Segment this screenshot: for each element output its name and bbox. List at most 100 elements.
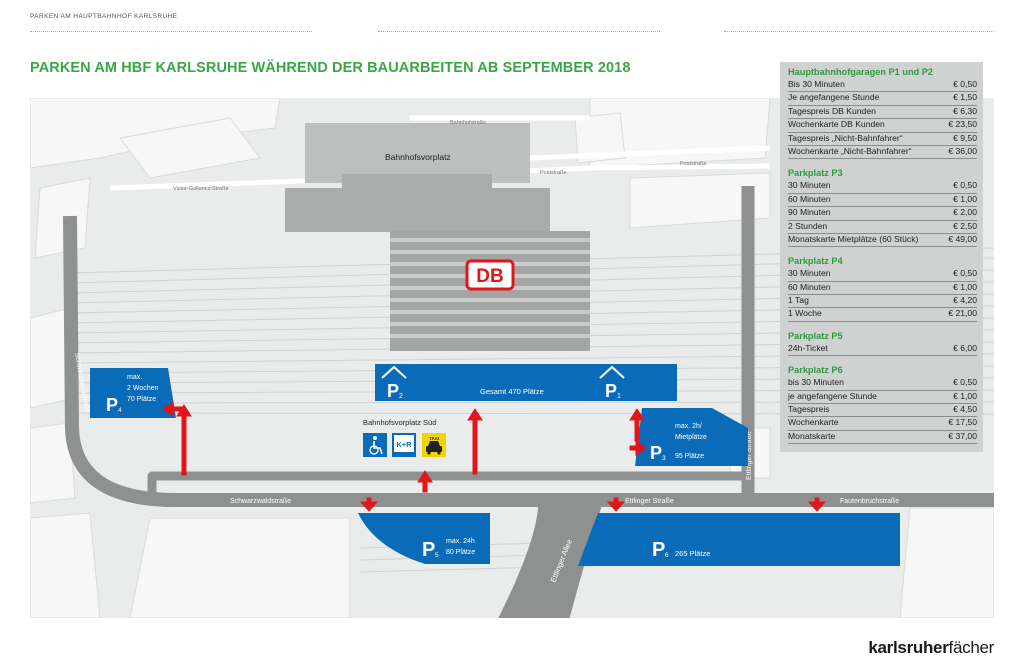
arrow-up-icon <box>176 404 192 476</box>
kiss-and-ride-text: K+R <box>396 440 412 449</box>
price-section-title: Parkplatz P5 <box>788 330 843 341</box>
brand-light: fächer <box>948 638 995 657</box>
db-logo-text: DB <box>476 266 503 287</box>
arrow-up-icon <box>629 408 645 442</box>
label-bahnhofstrasse: Bahnhofstraße <box>450 120 486 126</box>
price-label: 30 Minuten <box>788 180 831 191</box>
price-label: 2 Stunden <box>788 220 828 231</box>
price-label: je angefangene Stunde <box>788 390 877 401</box>
label-ettlinger-strasse: Ettlinger Straße <box>625 498 674 505</box>
price-label: 30 Minuten <box>788 268 831 279</box>
price-row: Wochenkarte „Nicht-Bahnfahrer“€ 36,00 <box>788 145 977 160</box>
header-small-title: PARKEN AM HAUPTBAHNHOF KARLSRUHE <box>30 13 178 20</box>
p3-info-1: max. 2h/ <box>675 423 702 430</box>
price-row: Wochenkarte DB Kunden € 23,50 <box>788 119 977 133</box>
price-row: 30 Minuten € 0,50 <box>788 268 977 282</box>
parking-p3[interactable] <box>635 408 748 466</box>
label-poststrasse-2: Poststraße <box>540 170 567 176</box>
arrow-down-icon <box>606 497 626 512</box>
parking-p1-p2[interactable] <box>375 364 677 401</box>
p1-p2-capacity: Gesamt 470 Plätze <box>480 387 544 396</box>
price-value: € 9,50 <box>953 132 977 143</box>
price-row: 60 Minuten € 1,00 <box>788 193 977 208</box>
price-label: Wochenkarte DB Kunden <box>788 119 885 130</box>
price-value: € 0,50 <box>953 377 977 388</box>
p1-number: 1 <box>617 393 621 400</box>
price-value: € 2,00 <box>953 207 977 218</box>
station-building <box>342 174 492 192</box>
price-row: Tagespreis DB Kunden€ 6,30 <box>788 105 977 120</box>
parking-garage-p2-icon: P 2 <box>381 365 407 401</box>
price-row: Tagespreis€ 4,50 <box>788 404 977 418</box>
price-value: € 36,00 <box>948 145 977 156</box>
price-section-title: Parkplatz P4 <box>788 256 843 267</box>
price-row: 90 Minuten € 2,00 <box>788 207 977 221</box>
arrow-up-icon <box>467 408 483 475</box>
price-label: Bis 30 Minuten <box>788 79 845 89</box>
city-blocks <box>30 98 994 618</box>
label-poststrasse: Poststraße <box>680 161 707 167</box>
p5-info-2: 80 Plätze <box>446 549 475 556</box>
main-roads <box>63 186 994 618</box>
price-value: € 0,50 <box>953 180 977 191</box>
taxi-text: TAXI <box>429 436 439 441</box>
p4-number: 4 <box>118 407 122 414</box>
header-divider <box>724 31 994 32</box>
p5-info-1: max. 24h <box>446 538 475 545</box>
price-section-title: Hauptbahnhofgaragen P1 und P2 <box>788 67 933 77</box>
price-row: bis 30 Minuten € 0,50 <box>788 377 977 391</box>
kiss-and-ride-icon: K+R <box>392 433 416 457</box>
db-logo: DB <box>465 259 515 291</box>
price-label: 1 Woche <box>788 308 822 319</box>
parking-p4[interactable] <box>90 368 176 418</box>
price-label: 60 Minuten <box>788 193 831 204</box>
price-label: 1 Tag <box>788 295 809 306</box>
p3-info-3: 95 Plätze <box>675 453 704 460</box>
price-row: Bis 30 Minuten € 0,50 <box>788 79 977 93</box>
price-value: € 4,20 <box>953 295 977 306</box>
p6-capacity: 265 Plätze <box>675 549 710 558</box>
price-section-title: Parkplatz P3 <box>788 168 843 179</box>
price-value: € 6,00 <box>953 342 977 353</box>
price-value: € 1,00 <box>953 281 977 292</box>
price-value: € 0,50 <box>953 268 977 279</box>
parking-garage-p1-icon: P 1 <box>599 365 625 401</box>
price-value: € 49,00 <box>948 233 977 244</box>
parking-p5[interactable] <box>358 513 490 564</box>
price-label: Tagespreis DB Kunden <box>788 105 876 116</box>
price-label: Monatskarte Mietplätze (60 Stück) <box>788 233 919 244</box>
price-row: 1 Tag € 4,20 <box>788 295 977 309</box>
price-row: 2 Stunden€ 2,50 <box>788 221 977 234</box>
header-divider <box>30 31 312 32</box>
price-panel: Hauptbahnhofgaragen P1 und P2 Bis 30 Minu… <box>780 62 983 452</box>
station-platforms <box>390 231 590 351</box>
price-row: Monatskarte€ 37,00 <box>788 431 977 445</box>
arrow-right-icon <box>629 440 647 456</box>
price-value: € 1,50 <box>953 92 977 103</box>
p3-info-2: Mietplätze <box>675 434 707 441</box>
price-value: € 0,50 <box>953 79 977 89</box>
price-label: 24h-Ticket <box>788 342 828 353</box>
arrow-left-icon <box>162 401 183 417</box>
price-row: 30 Minuten € 0,50 <box>788 180 977 194</box>
price-label: 90 Minuten <box>788 207 831 218</box>
price-row: Monatskarte Mietplätze (60 Stück) € 49,00 <box>788 233 977 248</box>
page-title: PARKEN AM HBF KARLSRUHE WÄHREND DER BAUA… <box>30 60 631 76</box>
header-divider <box>378 31 660 32</box>
price-value: € 21,00 <box>948 308 977 319</box>
price-row: 60 Minuten € 1,00 <box>788 281 977 296</box>
brand-logo: karlsruherfächer <box>868 638 994 658</box>
price-value: € 1,00 <box>953 193 977 204</box>
price-section: Hauptbahnhofgaragen P1 und P2 Bis 30 Minu… <box>788 67 977 160</box>
label-fautenbruchstrasse: Fautenbruchstraße <box>840 498 899 505</box>
parking-p6[interactable] <box>578 513 900 566</box>
price-label: 60 Minuten <box>788 281 831 292</box>
price-value: € 23,50 <box>948 119 977 130</box>
p2-letter: P <box>387 381 399 401</box>
price-label: bis 30 Minuten <box>788 377 844 388</box>
p4-info-3: 70 Plätze <box>127 396 156 403</box>
price-row: Wochenkarte€ 17,50 <box>788 417 977 431</box>
price-row: 1 Woche € 21,00 <box>788 308 977 322</box>
